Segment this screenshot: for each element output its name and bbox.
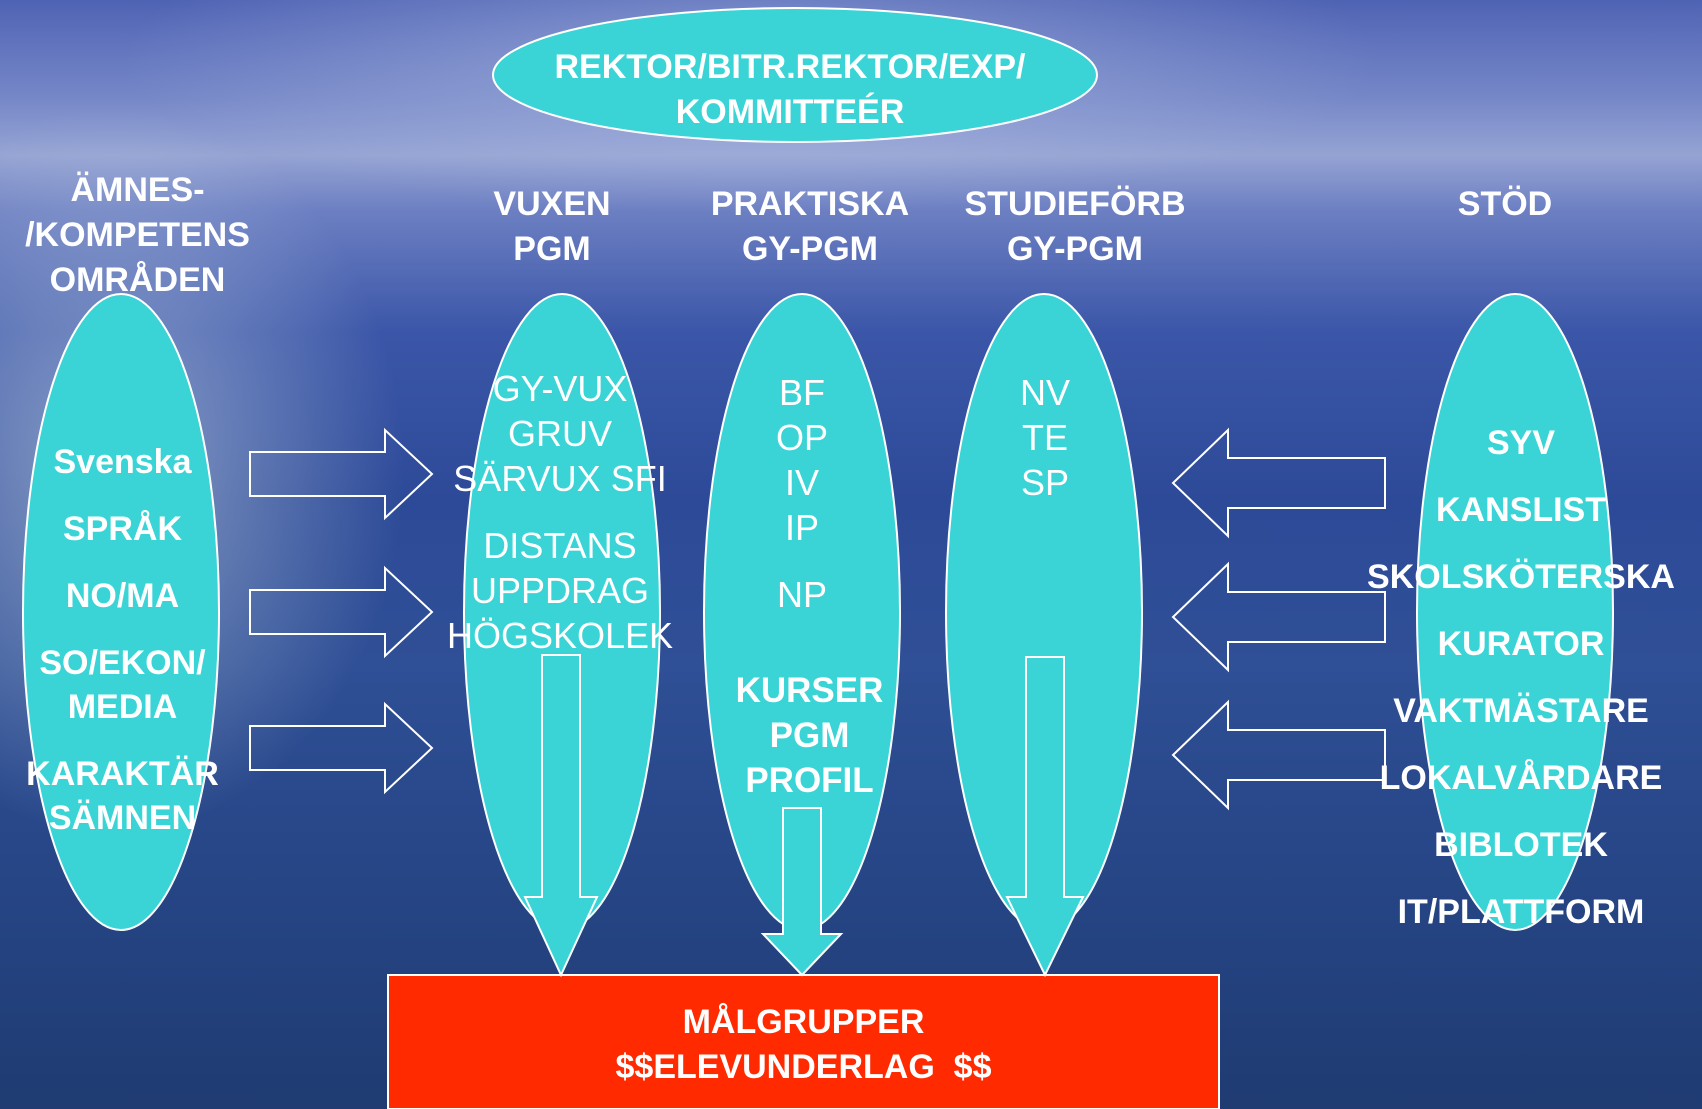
arrow-left-3 bbox=[1171, 699, 1386, 811]
praktiska-item: IV bbox=[784, 462, 819, 503]
stod-item: VAKTMÄSTARE bbox=[1393, 692, 1649, 730]
arrow-down-praktiska bbox=[760, 807, 844, 977]
stod-item: BIBLOTEK bbox=[1434, 826, 1608, 864]
target-group-line-1: MÅLGRUPPER bbox=[682, 1003, 925, 1041]
stod-item: KURATOR bbox=[1437, 625, 1605, 663]
praktiska-item: IP bbox=[784, 507, 819, 548]
header-amnes-line-2: /KOMPETENS bbox=[25, 216, 250, 254]
target-group-box bbox=[387, 974, 1220, 1109]
stod-list: SYV KANSLIST SKOLSKÖTERSKA KURATOR VAKTM… bbox=[1340, 410, 1702, 946]
amnes-item: Svenska bbox=[53, 443, 192, 481]
header-amnes: ÄMNES- /KOMPETENS OMRÅDEN bbox=[0, 168, 275, 303]
amnes-list: Svenska SPRÅK NO/MA SO/EKON/ MEDIA KARAK… bbox=[0, 440, 245, 840]
header-praktiska: PRAKTISKA GY-PGM bbox=[680, 182, 940, 272]
amnes-item: SÄMNEN bbox=[48, 799, 197, 837]
header-studieforb-line-2: GY-PGM bbox=[1006, 230, 1144, 268]
studieforb-item: TE bbox=[1021, 417, 1068, 458]
header-amnes-line-1: ÄMNES- bbox=[70, 171, 205, 209]
header-praktiska-line-2: GY-PGM bbox=[741, 230, 879, 268]
praktiska-bold-list: KURSER PGM PROFIL bbox=[702, 668, 917, 803]
arrow-left-2 bbox=[1171, 561, 1386, 673]
stod-item: LOKALVÅRDARE bbox=[1379, 759, 1663, 797]
vuxen-item: GY-VUX bbox=[492, 368, 628, 409]
stod-item: SKOLSKÖTERSKA bbox=[1367, 558, 1675, 596]
arrow-right-2 bbox=[249, 565, 434, 659]
arrow-right-3 bbox=[249, 701, 434, 795]
stod-item: SYV bbox=[1486, 424, 1556, 462]
arrow-left-1 bbox=[1171, 427, 1386, 539]
management-label: REKTOR/BITR.REKTOR/EXP/ KOMMITTEÉR bbox=[490, 45, 1090, 135]
vuxen-item: DISTANS bbox=[483, 525, 637, 566]
management-line-2: KOMMITTEÉR bbox=[675, 93, 905, 131]
header-vuxen: VUXEN PGM bbox=[452, 182, 652, 272]
amnes-item: SO/EKON/ bbox=[39, 644, 206, 682]
header-studieforb: STUDIEFÖRB GY-PGM bbox=[935, 182, 1215, 272]
header-studieforb-line-1: STUDIEFÖRB bbox=[964, 185, 1186, 223]
stod-oval bbox=[1416, 293, 1614, 931]
amnes-item: NO/MA bbox=[65, 577, 180, 615]
header-vuxen-line-1: VUXEN bbox=[493, 185, 611, 223]
praktiska-item: NP bbox=[776, 574, 827, 615]
studieforb-list: NV TE SP bbox=[945, 370, 1145, 505]
header-vuxen-line-2: PGM bbox=[513, 230, 591, 268]
vuxen-list: GY-VUX GRUV SÄRVUX SFI DISTANS UPPDRAG H… bbox=[410, 366, 710, 658]
vuxen-item: UPPDRAG bbox=[470, 570, 650, 611]
header-amnes-line-3: OMRÅDEN bbox=[49, 261, 226, 299]
amnes-oval bbox=[22, 293, 220, 931]
header-stod: STÖD bbox=[1405, 182, 1605, 227]
praktiska-list: BF OP IV IP NP bbox=[702, 370, 902, 617]
stod-item: KANSLIST bbox=[1436, 491, 1606, 529]
vuxen-item: SÄRVUX SFI bbox=[453, 458, 667, 499]
praktiska-bold-item: PROFIL bbox=[745, 761, 874, 800]
amnes-item: KARAKTÄR bbox=[26, 755, 219, 793]
vuxen-item: GRUV bbox=[507, 413, 612, 454]
praktiska-item: BF bbox=[778, 372, 825, 413]
target-group-line-2: $$ELEVUNDERLAG $$ bbox=[615, 1048, 992, 1086]
header-stod-line-1: STÖD bbox=[1457, 185, 1553, 223]
arrow-down-studieforb bbox=[1005, 656, 1085, 978]
praktiska-bold-item: PGM bbox=[769, 716, 850, 755]
arrow-down-vuxen bbox=[523, 654, 599, 978]
praktiska-bold-item: KURSER bbox=[735, 671, 884, 710]
target-group-label: MÅLGRUPPER $$ELEVUNDERLAG $$ bbox=[388, 1000, 1219, 1090]
amnes-item: MEDIA bbox=[67, 688, 178, 726]
praktiska-item: OP bbox=[775, 417, 828, 458]
stod-item: IT/PLATTFORM bbox=[1397, 893, 1645, 931]
vuxen-item: HÖGSKOLEK bbox=[446, 615, 674, 656]
management-line-1: REKTOR/BITR.REKTOR/EXP/ bbox=[554, 48, 1026, 86]
studieforb-item: NV bbox=[1019, 372, 1070, 413]
studieforb-item: SP bbox=[1020, 462, 1070, 503]
header-praktiska-line-1: PRAKTISKA bbox=[710, 185, 910, 223]
amnes-item: SPRÅK bbox=[62, 510, 183, 548]
arrow-right-1 bbox=[249, 427, 434, 521]
management-oval bbox=[492, 7, 1098, 143]
